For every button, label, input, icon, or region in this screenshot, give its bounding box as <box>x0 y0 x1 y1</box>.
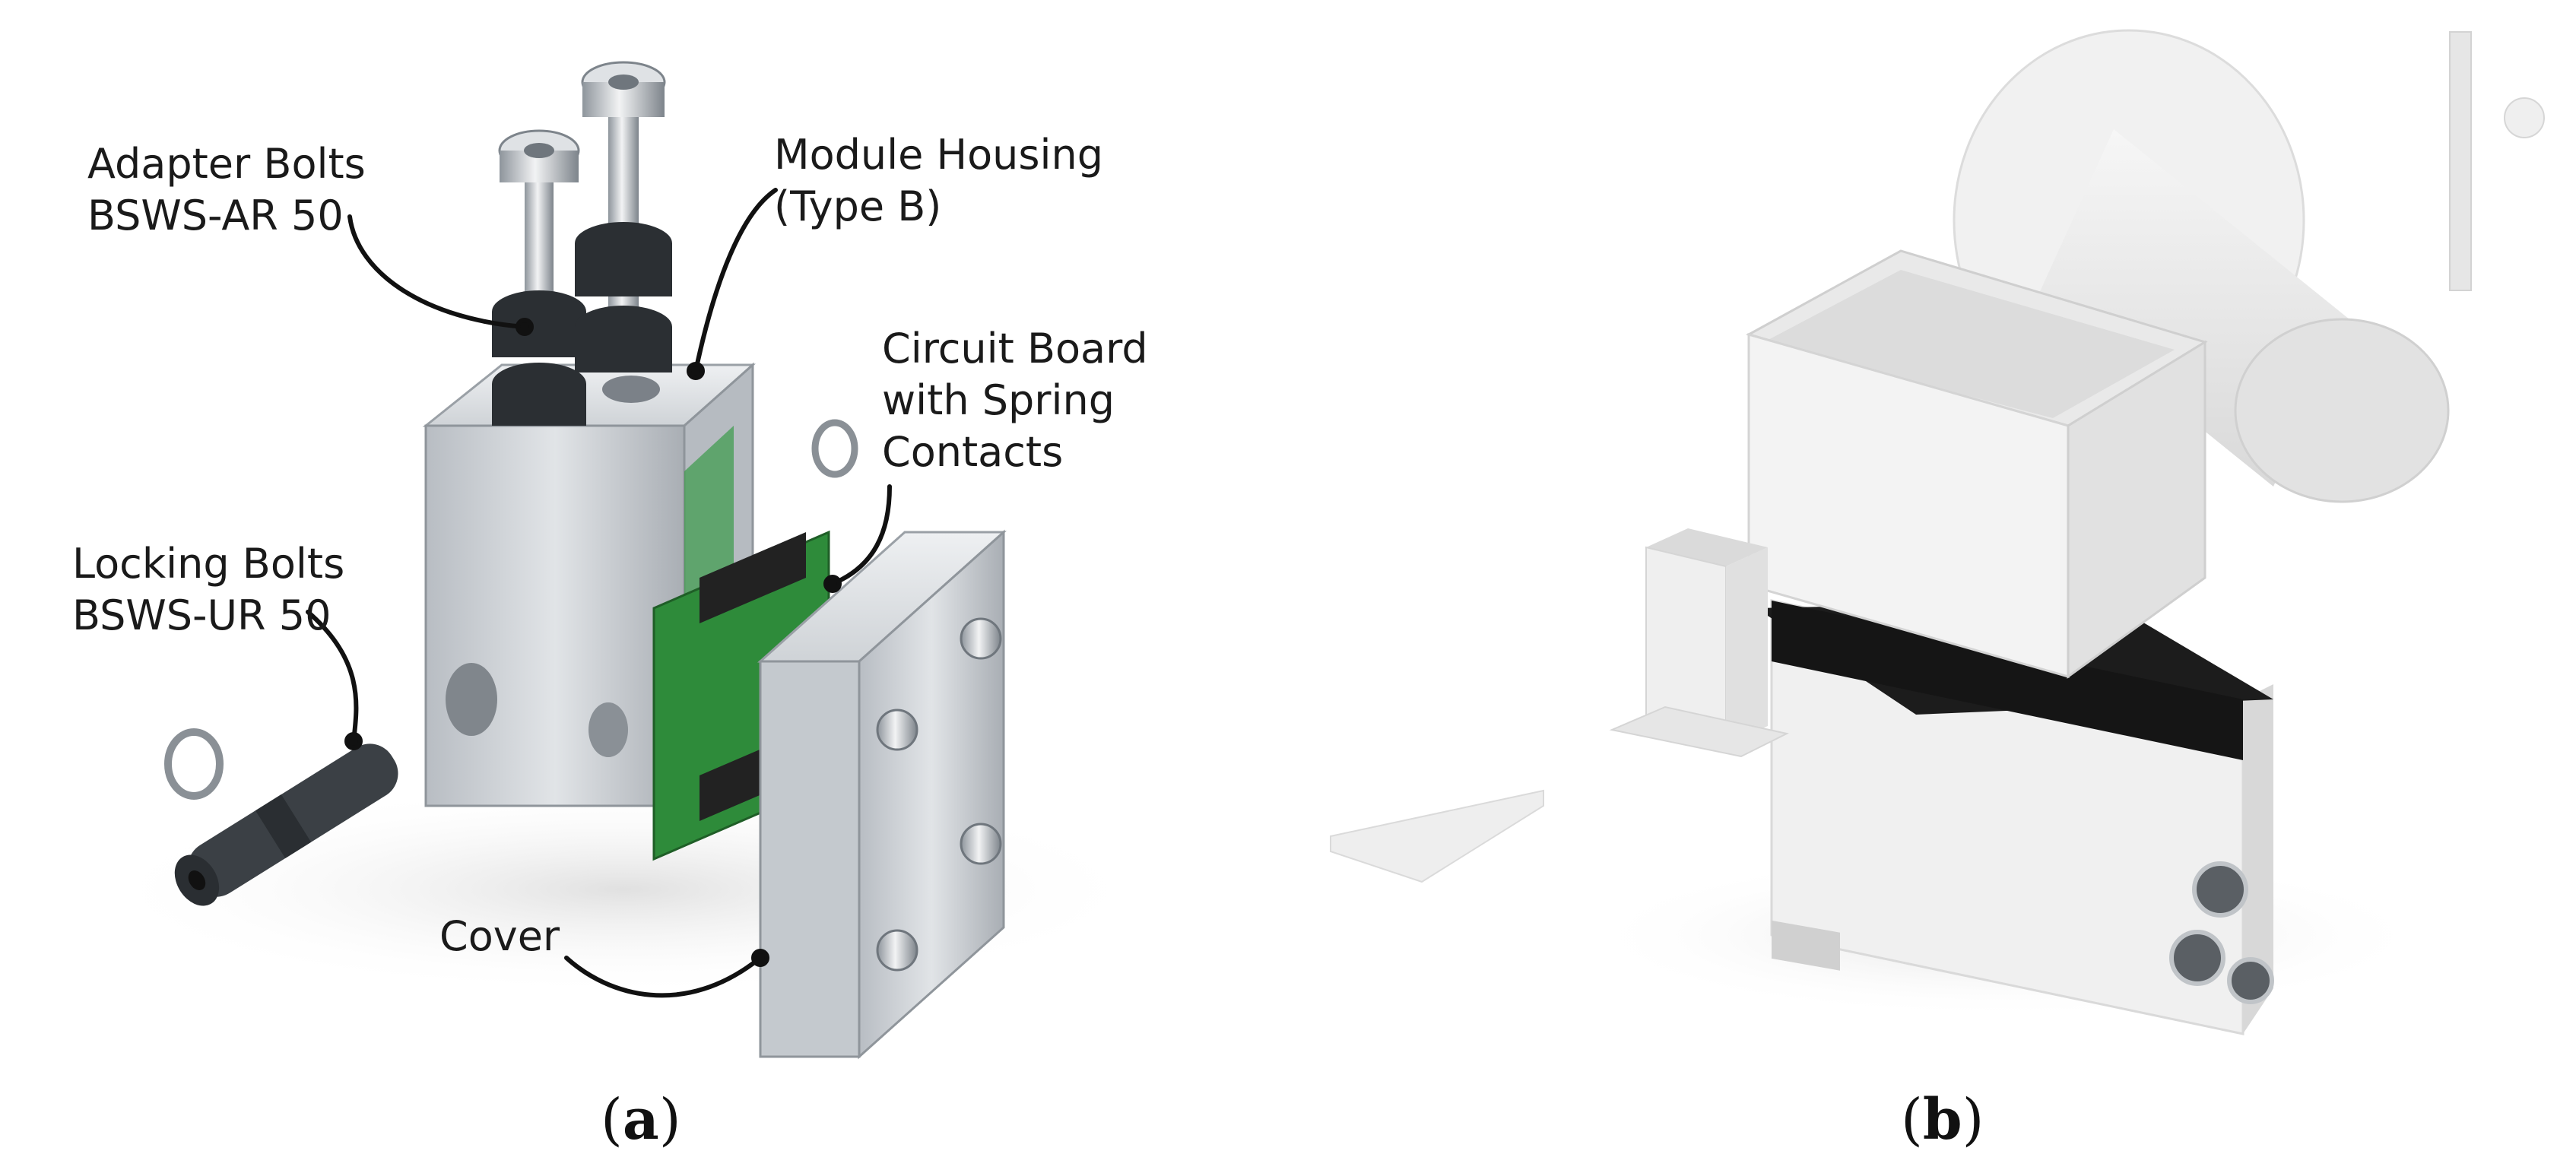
leader-adapter-bolts <box>347 214 527 329</box>
label-locking-bolts-line-2: BSWS-UR 50 <box>72 591 332 639</box>
retaining-ring-top <box>811 419 858 478</box>
label-module-housing-line-2: (Type B) <box>774 182 942 230</box>
panel-b-render <box>1330 29 2545 1035</box>
caption-a-letter: a <box>622 1087 659 1152</box>
label-circuit-board: Circuit Board with Spring Contacts <box>882 323 1148 478</box>
leader-dot-cover <box>751 949 769 967</box>
label-locking-bolts: Locking Bolts BSWS-UR 50 <box>72 538 344 642</box>
leader-cover <box>564 956 763 998</box>
label-circuit-board-line-3: Contacts <box>882 428 1064 476</box>
plate-shape <box>1330 789 1544 883</box>
leader-locking-bolts <box>306 610 359 743</box>
caption-a-open: ( <box>601 1087 623 1152</box>
leader-module-housing <box>693 188 778 373</box>
caption-b: (b) <box>1901 1087 1984 1152</box>
label-circuit-board-line-1: Circuit Board <box>882 325 1148 373</box>
tube-shape <box>1609 528 1789 758</box>
ball-shape <box>2504 97 2545 138</box>
caption-a-close: ) <box>658 1087 681 1152</box>
retaining-ring-left <box>164 728 224 800</box>
label-module-housing-line-1: Module Housing <box>774 131 1104 179</box>
leader-dot-housing <box>687 362 705 380</box>
leader-dot-board <box>823 575 842 593</box>
caption-b-close: ) <box>1962 1087 1984 1152</box>
adapter-bolt-right <box>575 61 672 373</box>
leader-circuit-board <box>830 484 892 586</box>
label-cover: Cover <box>439 911 560 962</box>
label-cover-text: Cover <box>439 912 560 960</box>
label-module-housing: Module Housing (Type B) <box>774 129 1103 233</box>
label-locking-bolts-line-1: Locking Bolts <box>72 540 345 588</box>
locking-bolt-shape <box>174 743 398 906</box>
box-shape <box>1746 249 2208 679</box>
caption-b-open: ( <box>1901 1087 1923 1152</box>
pin-shape <box>2449 31 2472 291</box>
caption-b-letter: b <box>1922 1087 1962 1152</box>
adapter-bolt-left <box>492 129 586 426</box>
leader-dot-locking <box>344 732 363 750</box>
panel-a-render <box>91 61 1156 1060</box>
cover-shape <box>757 529 1007 1060</box>
label-circuit-board-line-2: with Spring <box>882 376 1115 424</box>
label-adapter-bolts-line-1: Adapter Bolts <box>87 140 366 188</box>
label-adapter-bolts-line-2: BSWS-AR 50 <box>87 192 344 239</box>
label-adapter-bolts: Adapter Bolts BSWS-AR 50 <box>87 138 366 242</box>
leader-dot-adapter <box>516 318 534 336</box>
caption-a: (a) <box>601 1087 681 1152</box>
module-body-shape <box>1756 599 2274 1035</box>
